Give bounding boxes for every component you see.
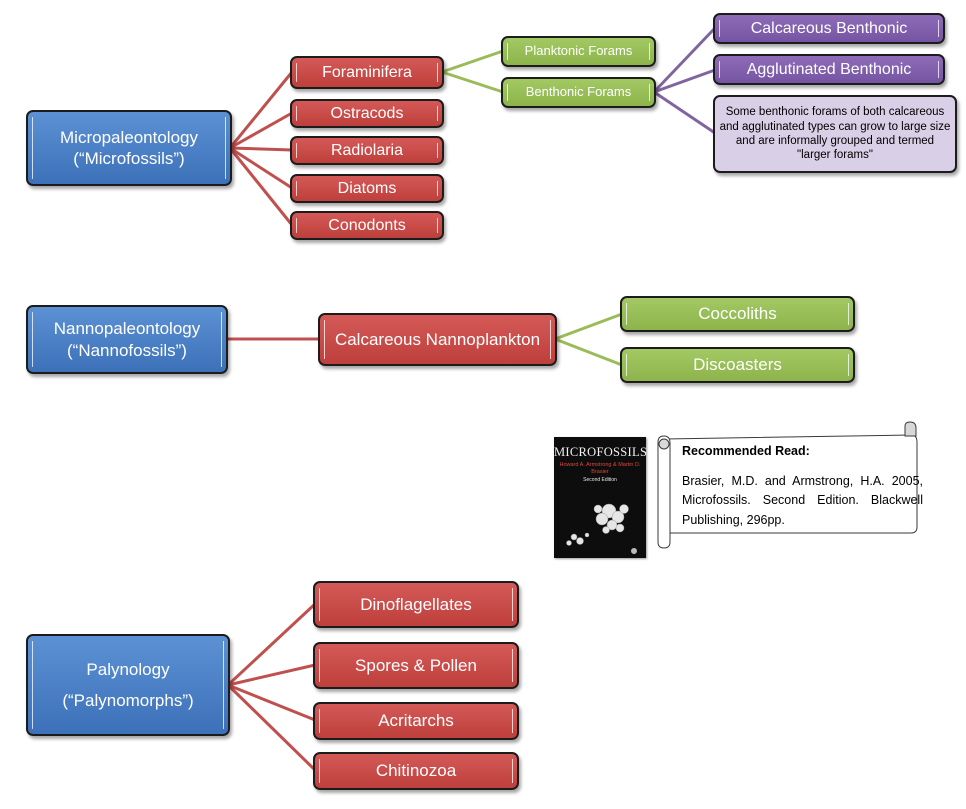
recommended-read-text: Recommended Read: Brasier, M.D. and Arms… bbox=[682, 444, 924, 530]
larger-forams-note-text: Some benthonic forams of both calcareous… bbox=[719, 106, 951, 162]
chitinozoa-label: Chitinozoa bbox=[375, 761, 457, 781]
ostracods-label: Ostracods bbox=[330, 104, 404, 122]
dinoflagellates-node: Dinoflagellates bbox=[313, 581, 519, 628]
discoasters-label: Discoasters bbox=[693, 355, 782, 375]
spores-pollen-node: Spores & Pollen bbox=[313, 642, 519, 689]
book-authors: Howard A. Armstrong & Martin D. Brasier bbox=[559, 462, 641, 475]
connector-benthonic-calcareous bbox=[652, 26, 717, 94]
micropaleontology-node: Micropaleontology (“Microfossils”) bbox=[26, 110, 232, 186]
calcareous-benthonic-label: Calcareous Benthonic bbox=[750, 19, 908, 37]
connector-paly-spores bbox=[227, 663, 316, 687]
larger-forams-note: Some benthonic forams of both calcareous… bbox=[713, 95, 957, 173]
benthonic-forams-node: Benthonic Forams bbox=[501, 77, 656, 108]
connector-micro-conodonts bbox=[228, 147, 294, 226]
connector-micro-ostracods bbox=[229, 111, 293, 150]
calcareous-nannoplankton-label: Calcareous Nannoplankton bbox=[334, 329, 541, 349]
connector-benthonic-note bbox=[653, 90, 716, 135]
planktonic-forams-node: Planktonic Forams bbox=[501, 36, 656, 67]
diatoms-node: Diatoms bbox=[290, 174, 444, 203]
coccoliths-node: Coccoliths bbox=[620, 296, 855, 332]
nannopaleontology-label: Nannopaleontology (“Nannofossils”) bbox=[53, 319, 201, 360]
agglutinated-benthonic-node: Agglutinated Benthonic bbox=[713, 54, 945, 85]
connector-benthonic-agglutinated bbox=[653, 68, 716, 94]
book-title: MICROFOSSILS bbox=[554, 445, 646, 459]
micropaleontology-label: Micropaleontology (“Microfossils”) bbox=[60, 127, 198, 168]
radiolaria-label: Radiolaria bbox=[330, 141, 404, 159]
connector-nanno-discoasters bbox=[554, 337, 623, 367]
palynology-label: Palynology bbox=[86, 659, 170, 679]
radiolaria-node: Radiolaria bbox=[290, 136, 444, 165]
chitinozoa-node: Chitinozoa bbox=[313, 752, 519, 790]
spores-pollen-label: Spores & Pollen bbox=[355, 655, 477, 675]
book-edition: Second Edition bbox=[583, 477, 617, 483]
agglutinated-benthonic-label: Agglutinated Benthonic bbox=[746, 60, 912, 78]
connector-paly-chitinozoa bbox=[226, 683, 317, 772]
foraminifera-node: Foraminifera bbox=[290, 56, 444, 89]
nannopaleontology-node: Nannopaleontology (“Nannofossils”) bbox=[26, 305, 228, 374]
connector-paly-acritarchs bbox=[227, 683, 316, 722]
connector-micro-diatoms bbox=[229, 146, 293, 190]
palynology-node: Palynology (“Palynomorphs”) bbox=[26, 634, 230, 736]
dinoflagellates-label: Dinoflagellates bbox=[360, 594, 472, 614]
connector-foram-planktonic bbox=[441, 49, 504, 74]
conodonts-node: Conodonts bbox=[290, 211, 444, 240]
planktonic-forams-label: Planktonic Forams bbox=[524, 43, 633, 59]
connector-nanno-coccoliths bbox=[554, 312, 623, 341]
discoasters-node: Discoasters bbox=[620, 347, 855, 383]
foraminifera-label: Foraminifera bbox=[322, 63, 412, 81]
connector-foram-benthonic bbox=[441, 70, 504, 94]
coccoliths-label: Coccoliths bbox=[698, 304, 777, 324]
calcareous-nannoplankton-node: Calcareous Nannoplankton bbox=[318, 313, 557, 366]
diatoms-label: Diatoms bbox=[337, 179, 397, 197]
connector-micro-foraminifera bbox=[228, 71, 294, 149]
acritarchs-node: Acritarchs bbox=[313, 702, 519, 740]
ostracods-node: Ostracods bbox=[290, 99, 444, 128]
conodonts-label: Conodonts bbox=[328, 216, 406, 234]
microfossil-photo-icon bbox=[566, 503, 637, 554]
recommended-read-citation: Brasier, M.D. and Armstrong, H.A. 2005, … bbox=[682, 474, 923, 527]
recommended-read-scroll bbox=[657, 421, 918, 549]
recommended-read-heading: Recommended Read: bbox=[682, 444, 810, 458]
palynomorphs-label: (“Palynomorphs”) bbox=[62, 691, 194, 710]
calcareous-benthonic-node: Calcareous Benthonic bbox=[713, 13, 945, 44]
microfossils-book-cover: MICROFOSSILS Howard A. Armstrong & Marti… bbox=[554, 437, 646, 558]
connector-micro-radiolaria bbox=[229, 146, 293, 152]
acritarchs-label: Acritarchs bbox=[378, 711, 454, 731]
benthonic-forams-label: Benthonic Forams bbox=[525, 84, 632, 100]
connector-paly-dinoflagellates bbox=[226, 602, 317, 687]
